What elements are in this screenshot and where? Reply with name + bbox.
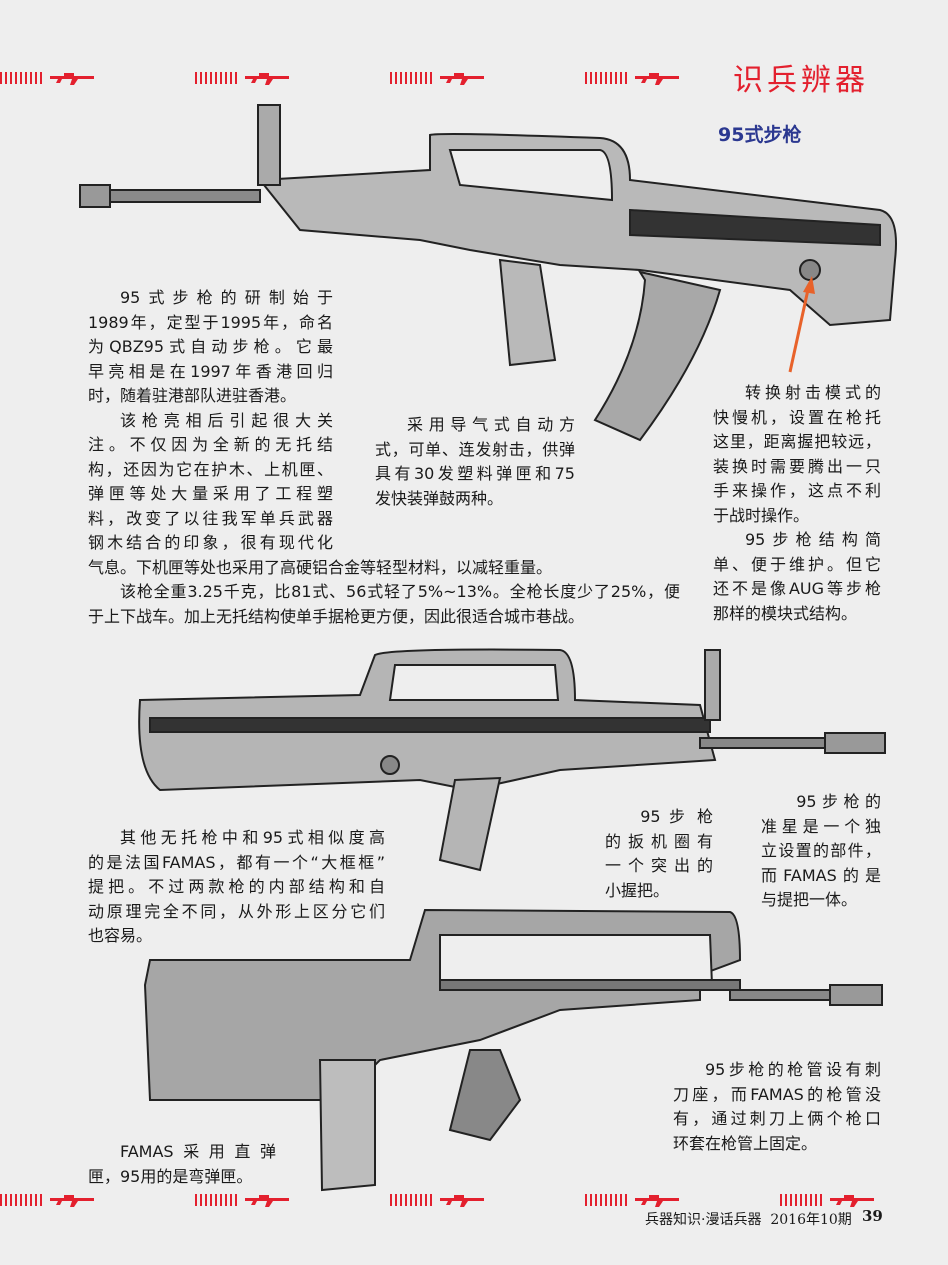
article-title: 95式步枪 xyxy=(718,124,802,146)
text-line: 95步枪结构简 xyxy=(745,530,881,549)
text-line: 具有30发塑料弹匣和75 xyxy=(375,464,575,483)
caption-trigger-guard: 95 步 枪 的扳机圈有 一个突出的 小握把。 xyxy=(605,805,713,903)
famas-rifle-drawing xyxy=(143,908,883,1192)
text-line: 小握把。 xyxy=(605,880,670,900)
text-line: 95式步枪的研制始于 xyxy=(120,288,333,307)
footer-publication: 兵器知识·漫话兵器 2016年10期 xyxy=(645,1212,852,1228)
caption-bayonet: 95步枪的枪管设有刺 刀座，而FAMAS的枪管没 有，通过刺刀上俩个枪口 环套在… xyxy=(673,1058,881,1156)
text-line: 那样的模块式结构。 xyxy=(713,603,858,623)
bottom-border-pattern xyxy=(0,1192,948,1214)
text-line: 于上下战车。加上无托结构使单手据枪更方便，因此很适合城市巷战。 xyxy=(88,606,585,626)
text-line: 该枪全重3.25千克，比81式、56式轻了5%~13%。全枪长度少了25%，便 xyxy=(120,582,680,601)
text-line: 环套在枪管上固定。 xyxy=(673,1133,818,1153)
text-line: 刀座，而FAMAS的枪管没 xyxy=(673,1084,881,1104)
text-line: 1989年，定型于1995年，命名 xyxy=(88,312,333,332)
selector-arrow xyxy=(788,284,811,373)
caption-gas-operation: 采用导气式自动方 式，可单、连发射击，供弹 具有30发塑料弹匣和75 发快装弹鼓… xyxy=(375,413,575,511)
text-line: 构，还因为它在护木、上机匣、 xyxy=(88,459,333,479)
text-line: 95步枪的枪管设有刺 xyxy=(705,1060,881,1079)
top-border-pattern xyxy=(0,66,720,88)
text-line: 为QBZ95式自动步枪。它最 xyxy=(88,337,333,356)
text-line: FAMAS采用直弹 xyxy=(120,1142,276,1161)
caption-fire-selector: 转换射击模式的 快慢机，设置在枪托 这里，距离握把较远， 装换时需要腾出一只 手… xyxy=(713,381,881,626)
section-title: 识兵辨器 xyxy=(733,63,869,98)
qbz95-rifle-drawing-top xyxy=(79,104,897,442)
text-line: 有，通过刺刀上俩个枪口 xyxy=(673,1109,881,1128)
text-line: 弹匣等处大量采用了工程塑 xyxy=(88,484,333,503)
text-line: 气息。下机匣等处也采用了高硬铝合金等轻型材料，以减轻重量。 xyxy=(88,557,553,577)
text-line: 单、便于维护。但它 xyxy=(713,554,881,574)
main-text: 95式步枪的研制始于 1989年，定型于1995年，命名 为QBZ95式自动步枪… xyxy=(88,286,680,629)
text-line: 这里，距离握把较远， xyxy=(713,432,881,451)
text-line: 提把。不过两款枪的内部结构和自 xyxy=(88,877,385,896)
text-line: 钢木结合的印象，很有现代化 xyxy=(88,533,333,552)
text-line: 早亮相是在1997年香港回归 xyxy=(88,361,333,381)
text-line: 该枪亮相后引起很大关 xyxy=(120,410,333,430)
text-line: 式，可单、连发射击，供弹 xyxy=(375,439,575,459)
text-line: 还不是像AUG等步枪 xyxy=(713,579,881,598)
caption-magazine: FAMAS采用直弹 匣，95用的是弯弹匣。 xyxy=(88,1140,276,1189)
page-number: 39 xyxy=(862,1207,883,1225)
caption-famas-comparison: 其他无托枪中和95式相似度高 的是法国FAMAS，都有一个“大框框” 提把。不过… xyxy=(88,826,385,949)
text-line: 匣，95用的是弯弹匣。 xyxy=(88,1166,253,1186)
text-line: 时，随着驻港部队进驻香港。 xyxy=(88,386,297,405)
text-line: 注。不仅因为全新的无托结 xyxy=(88,435,333,454)
text-line: 95步枪的 xyxy=(796,792,881,811)
caption-front-sight: 95步枪的 准星是一个独 立设置的部件， 而FAMAS的是 与提把一体。 xyxy=(761,790,881,913)
text-line: 而FAMAS的是 xyxy=(761,865,881,885)
text-line: 立设置的部件， xyxy=(761,841,881,860)
text-line: 转换射击模式的 xyxy=(745,383,881,402)
text-line: 动原理完全不同，从外形上区分它们 xyxy=(88,901,385,921)
text-line: 采用导气式自动方 xyxy=(407,415,575,434)
text-line: 于战时操作。 xyxy=(713,505,810,525)
text-line: 也容易。 xyxy=(88,926,153,945)
text-line: 装换时需要腾出一只 xyxy=(713,456,881,476)
text-line: 的是法国FAMAS，都有一个“大框框” xyxy=(88,852,385,872)
text-line: 95 步 枪 xyxy=(640,807,713,826)
top-border-pattern-end xyxy=(897,66,948,88)
text-line: 料，改变了以往我军单兵武器 xyxy=(88,508,333,528)
text-line: 其他无托枪中和95式相似度高 xyxy=(120,828,385,847)
text-line: 的扳机圈有 xyxy=(605,831,713,851)
text-line: 快慢机，设置在枪托 xyxy=(713,407,881,427)
text-line: 与提把一体。 xyxy=(761,890,858,909)
text-line: 准星是一个独 xyxy=(761,816,881,836)
selector-arrow-head xyxy=(803,276,815,294)
text-line: 手来操作，这点不利 xyxy=(713,481,881,500)
qbz95-rifle-drawing-middle xyxy=(138,648,886,872)
text-line: 发快装弹鼓两种。 xyxy=(375,488,504,508)
text-line: 一个突出的 xyxy=(605,856,713,875)
